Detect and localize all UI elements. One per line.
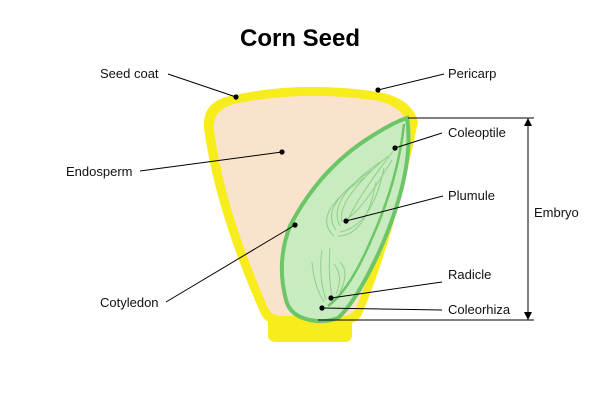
label-embryo: Embryo bbox=[534, 205, 579, 220]
arrow-down-icon bbox=[524, 312, 532, 320]
diagram-title: Corn Seed bbox=[240, 25, 360, 52]
embryo-bracket bbox=[318, 117, 534, 321]
endosperm-dot bbox=[279, 149, 285, 155]
label-coleorhiza: Coleorhiza bbox=[448, 302, 511, 317]
label-coleoptile: Coleoptile bbox=[448, 125, 506, 140]
leader-lines bbox=[139, 73, 445, 311]
radicle-dot bbox=[328, 295, 334, 301]
label-radicle: Radicle bbox=[448, 267, 491, 282]
endosperm-leader bbox=[139, 151, 283, 172]
label-cotyledon: Cotyledon bbox=[100, 295, 159, 310]
plumule-lines bbox=[326, 149, 395, 237]
radicle-lines bbox=[311, 247, 346, 303]
arrow-up-icon bbox=[524, 118, 532, 126]
pericarp-leader bbox=[377, 73, 445, 91]
label-plumule: Plumule bbox=[448, 188, 495, 203]
labels: Seed coat Pericarp Endosperm Coleoptile … bbox=[66, 66, 579, 317]
coleorhiza-dot bbox=[319, 305, 325, 311]
pericarp-dot bbox=[375, 87, 381, 93]
label-endosperm: Endosperm bbox=[66, 164, 132, 179]
label-pericarp: Pericarp bbox=[448, 66, 496, 81]
scutellum-line bbox=[327, 123, 406, 308]
cotyledon-dot bbox=[292, 222, 298, 228]
embryo-outline bbox=[279, 115, 411, 324]
plumule-leader bbox=[345, 195, 444, 222]
label-seed-coat: Seed coat bbox=[100, 66, 159, 81]
coleoptile-leader bbox=[394, 132, 443, 149]
coleoptile-dot bbox=[392, 145, 398, 151]
cotyledon-leader bbox=[165, 224, 296, 303]
seed-coat-leader bbox=[167, 73, 237, 98]
seed-coat-dot bbox=[233, 94, 239, 100]
plumule-dot bbox=[343, 218, 349, 224]
coleorhiza-leader bbox=[321, 307, 443, 311]
radicle-leader bbox=[330, 281, 443, 299]
